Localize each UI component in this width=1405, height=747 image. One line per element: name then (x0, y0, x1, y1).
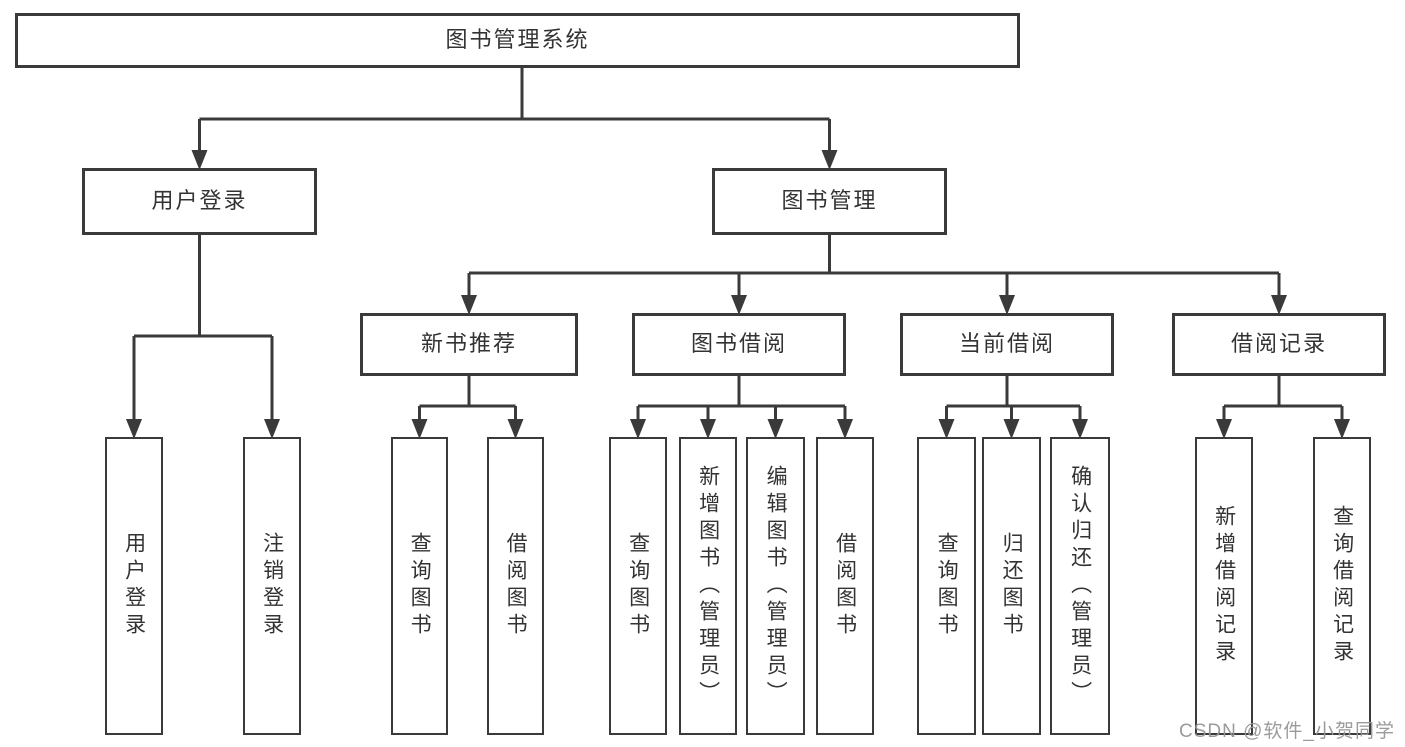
node-leaf-query-books-borrowing: 查询图书 (609, 437, 667, 735)
node-leaf-query-borrow-record: 查询借阅记录 (1313, 437, 1371, 735)
connector-root-split (198, 68, 831, 166)
connector-book-borrowing-split (636, 376, 847, 433)
watermark-text: CSDN @软件_小贺同学 (1179, 721, 1395, 742)
node-leaf-borrow-books-recommend: 借阅图书 (487, 437, 544, 735)
connector-new-book-split (418, 376, 517, 433)
node-leaf-add-borrow-record: 新增借阅记录 (1195, 437, 1253, 735)
node-leaf-user-login: 用户登录 (105, 437, 163, 735)
node-borrowing-records: 借阅记录 (1172, 313, 1386, 376)
node-leaf-borrow-books-borrowing: 借阅图书 (816, 437, 874, 735)
node-leaf-query-books-recommend: 查询图书 (391, 437, 448, 735)
connector-borrow-records-split (1222, 376, 1344, 433)
node-leaf-return-books: 归还图书 (982, 437, 1041, 735)
node-library-system: 图书管理系统 (15, 13, 1020, 68)
connector-user-login-split (132, 235, 274, 433)
node-user-login: 用户登录 (82, 168, 317, 235)
connector-current-borrowing-split (945, 376, 1082, 433)
node-leaf-query-books-current: 查询图书 (917, 437, 976, 735)
node-current-borrowing: 当前借阅 (900, 313, 1114, 376)
node-book-management: 图书管理 (712, 168, 947, 235)
node-leaf-logout: 注销登录 (243, 437, 301, 735)
node-new-book-recommendation: 新书推荐 (360, 313, 578, 376)
node-book-borrowing: 图书借阅 (632, 313, 846, 376)
node-leaf-edit-books-admin: 编辑图书（管理员） (746, 437, 805, 735)
node-leaf-confirm-return-admin: 确认归还（管理员） (1050, 437, 1110, 735)
connector-book-management-split (467, 235, 1281, 311)
node-leaf-add-books-admin: 新增图书（管理员） (679, 437, 737, 735)
